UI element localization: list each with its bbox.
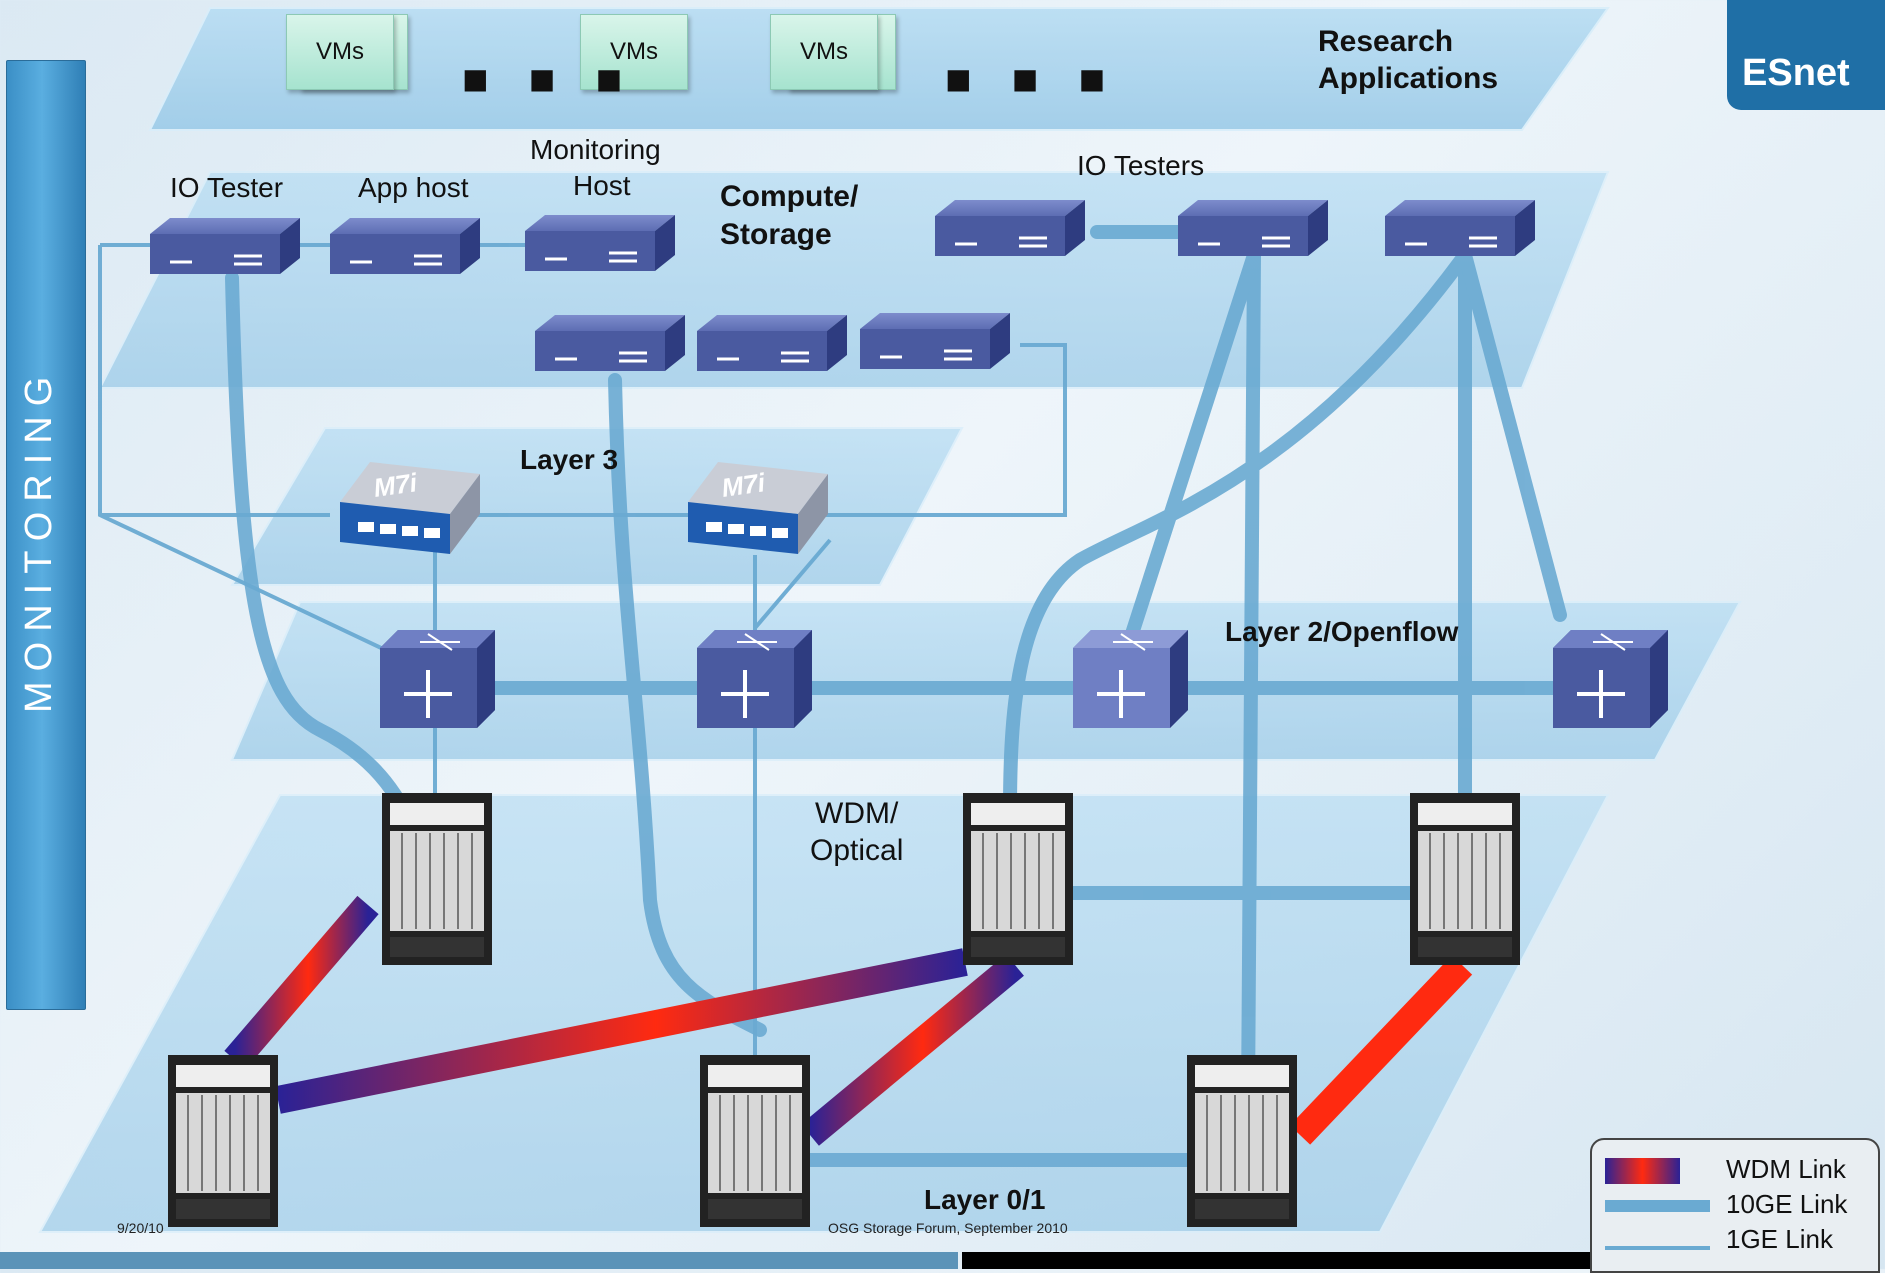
esnet-logo [1727,0,1885,110]
layer3-label: Layer 3 [520,444,619,475]
link-1ge [753,538,832,630]
wdm-link [275,948,968,1114]
legend-wdm-label: WDM Link [1726,1154,1846,1184]
research-label-1: Research [1318,25,1454,58]
layer01-label: Layer 0/1 [924,1184,1046,1215]
monitoring-host-label-2: Host [573,170,631,201]
link-10ge [1241,248,1261,1107]
legend-wdm-swatch [1605,1158,1680,1184]
ellipsis: ■ ■ ■ [945,55,1120,104]
optical-chassis [963,793,1073,965]
router-m7i [340,462,480,554]
optical-label-1: WDM/ [815,797,899,830]
footer-event: OSG Storage Forum, September 2010 [828,1220,1068,1236]
compute-hosts [150,200,1535,371]
optical-label-2: Optical [810,834,904,867]
link-10ge [1458,248,1567,622]
switch-layer2 [697,630,812,728]
vm-box: VMs [580,14,688,90]
optical-chassis [700,1055,810,1227]
optical-chassis [1187,1055,1297,1227]
legend-1ge-swatch [1605,1246,1710,1250]
legend-1ge-label: 1GE Link [1726,1224,1833,1254]
optical-chassis [382,793,492,965]
link-10ge [608,373,767,1037]
logo-text: ESnet [1742,52,1850,94]
footer-date: 9/20/10 [117,1220,164,1236]
switch-layer2 [1553,630,1668,728]
switch-layer2 [1073,630,1188,728]
wdm-link [801,954,1024,1146]
link-10ge [225,271,427,847]
compute-label-1: Compute/ [720,180,859,213]
switch-layer2 [380,630,495,728]
optical-chassis [168,1055,278,1227]
legend-10ge-label: 10GE Link [1726,1189,1848,1219]
wdm-link [1289,955,1473,1145]
research-label-2: Applications [1318,62,1499,95]
app-host-label: App host [358,172,469,203]
legend-10ge-swatch [1605,1200,1710,1212]
compute-label-2: Storage [720,218,832,251]
monitoring-host-label-1: Monitoring [530,134,661,165]
router-label: M7i [720,467,768,503]
router-label: M7i [372,467,420,503]
monitoring-bar [6,60,86,1010]
io-tester-label: IO Tester [170,172,284,203]
router-m7i [688,462,828,554]
ellipsis: ■ ■ ■ [462,55,637,104]
footer-bar-right [962,1252,1602,1269]
layer2-label: Layer 2/Openflow [1225,616,1459,647]
io-testers-label: IO Testers [1077,150,1205,181]
vm-box: VMs [286,14,394,90]
link-10ge [1123,248,1261,647]
optical-chassis [1410,793,1520,965]
vm-box: VMs [770,14,878,90]
footer-bar-left [0,1252,958,1269]
wdm-link [224,895,379,1070]
